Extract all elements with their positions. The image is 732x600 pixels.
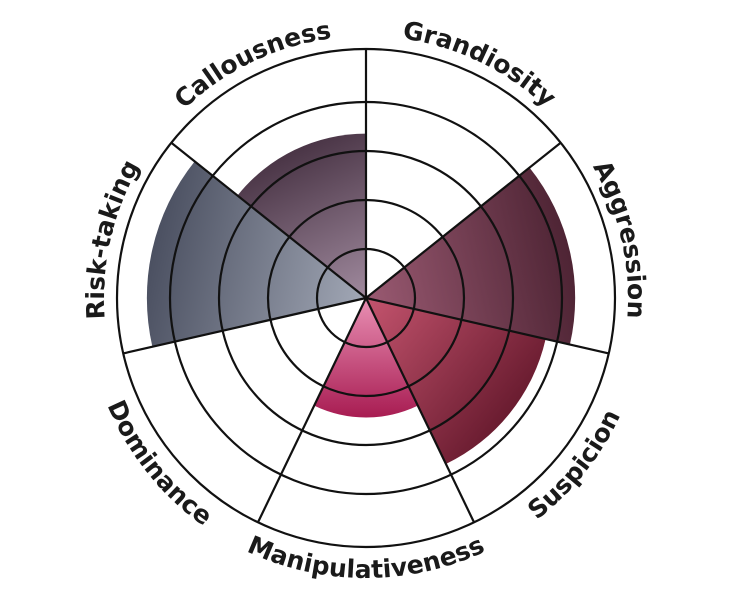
axis-label-manipulativeness: Manipulativeness (244, 530, 489, 584)
segment-manipulativeness (314, 298, 418, 418)
spoke-1 (365, 141, 562, 299)
segment-risk-taking (146, 161, 366, 347)
spoke-3 (365, 297, 476, 523)
axis-label-callousness: Callousness (169, 15, 333, 113)
segment-suspicion (366, 298, 546, 465)
axis-label-suspicion: Suspicion (522, 405, 626, 525)
segment-aggression (366, 167, 576, 345)
spoke-4 (256, 297, 367, 523)
grid-layer (115, 47, 617, 549)
spoke-6 (170, 141, 367, 299)
segments-layer (146, 133, 576, 465)
axis-label-grandiosity: Grandiosity (401, 16, 562, 113)
axis-label-aggression: Aggression (587, 156, 651, 320)
spoke-5 (122, 296, 367, 355)
axis-label-risk-taking: Risk-taking (81, 155, 145, 320)
segment-callousness (237, 133, 366, 298)
spoke-2 (365, 296, 610, 355)
axis-label-dominance: Dominance (102, 396, 218, 532)
